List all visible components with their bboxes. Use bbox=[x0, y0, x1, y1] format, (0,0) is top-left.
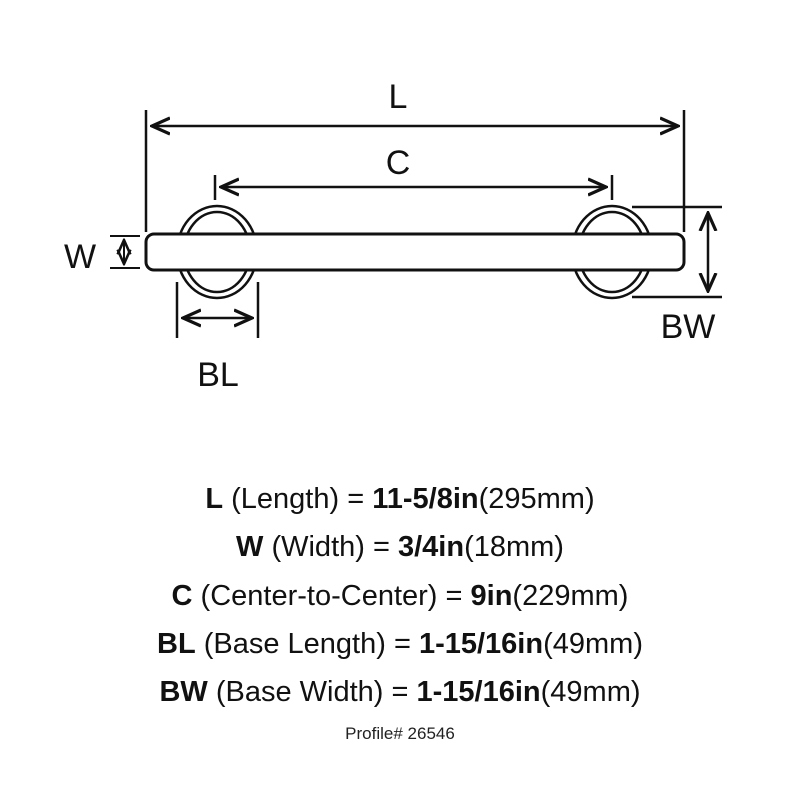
spec-value: 11-5/8in bbox=[372, 483, 479, 515]
length-dimension bbox=[144, 110, 686, 232]
spec-width: W (Width) = 3/4in(18mm) bbox=[0, 529, 800, 565]
spec-code: C bbox=[171, 580, 193, 612]
spec-center: C (Center-to-Center) = 9in(229mm) bbox=[0, 578, 800, 614]
spec-name: (Length) = bbox=[223, 483, 373, 515]
spec-name: (Width) = bbox=[263, 531, 398, 563]
spec-metric: (49mm) bbox=[543, 628, 643, 660]
spec-length: L (Length) = 11-5/8in(295mm) bbox=[0, 481, 800, 517]
spec-value: 1-15/16in bbox=[418, 628, 544, 660]
length-label: L bbox=[389, 78, 408, 116]
spec-base-length: BL (Base Length) = 1-15/16in(49mm) bbox=[0, 626, 800, 662]
base-width-label: BW bbox=[661, 308, 716, 346]
spec-value: 9in bbox=[470, 580, 513, 612]
profile-number: Profile# 26546 bbox=[345, 724, 455, 743]
base-width-dimension bbox=[632, 205, 722, 299]
width-dimension bbox=[110, 235, 140, 269]
spec-base-width: BW (Base Width) = 1-15/16in(49mm) bbox=[0, 674, 800, 710]
spec-name: (Center-to-Center) = bbox=[192, 580, 471, 612]
base-length-dimension bbox=[175, 282, 260, 338]
bar-pull-diagram: L C W BW BL bbox=[64, 78, 722, 394]
center-label: C bbox=[386, 144, 411, 182]
spec-code: L bbox=[205, 483, 224, 515]
spec-metric: (49mm) bbox=[540, 676, 641, 708]
spec-code: BW bbox=[159, 676, 208, 708]
spec-metric: (18mm) bbox=[464, 531, 564, 563]
spec-value: 1-15/16in bbox=[416, 676, 541, 708]
spec-name: (Base Length) = bbox=[195, 628, 419, 660]
spec-name: (Base Width) = bbox=[207, 676, 417, 708]
spec-code: W bbox=[236, 531, 264, 563]
spec-metric: (229mm) bbox=[512, 580, 629, 612]
bar bbox=[144, 232, 686, 272]
center-dimension bbox=[213, 175, 614, 200]
spec-metric: (295mm) bbox=[478, 483, 595, 515]
width-label: W bbox=[64, 238, 96, 276]
spec-value: 3/4in bbox=[397, 531, 465, 563]
spec-code: BL bbox=[157, 628, 196, 660]
base-length-label: BL bbox=[197, 356, 239, 394]
